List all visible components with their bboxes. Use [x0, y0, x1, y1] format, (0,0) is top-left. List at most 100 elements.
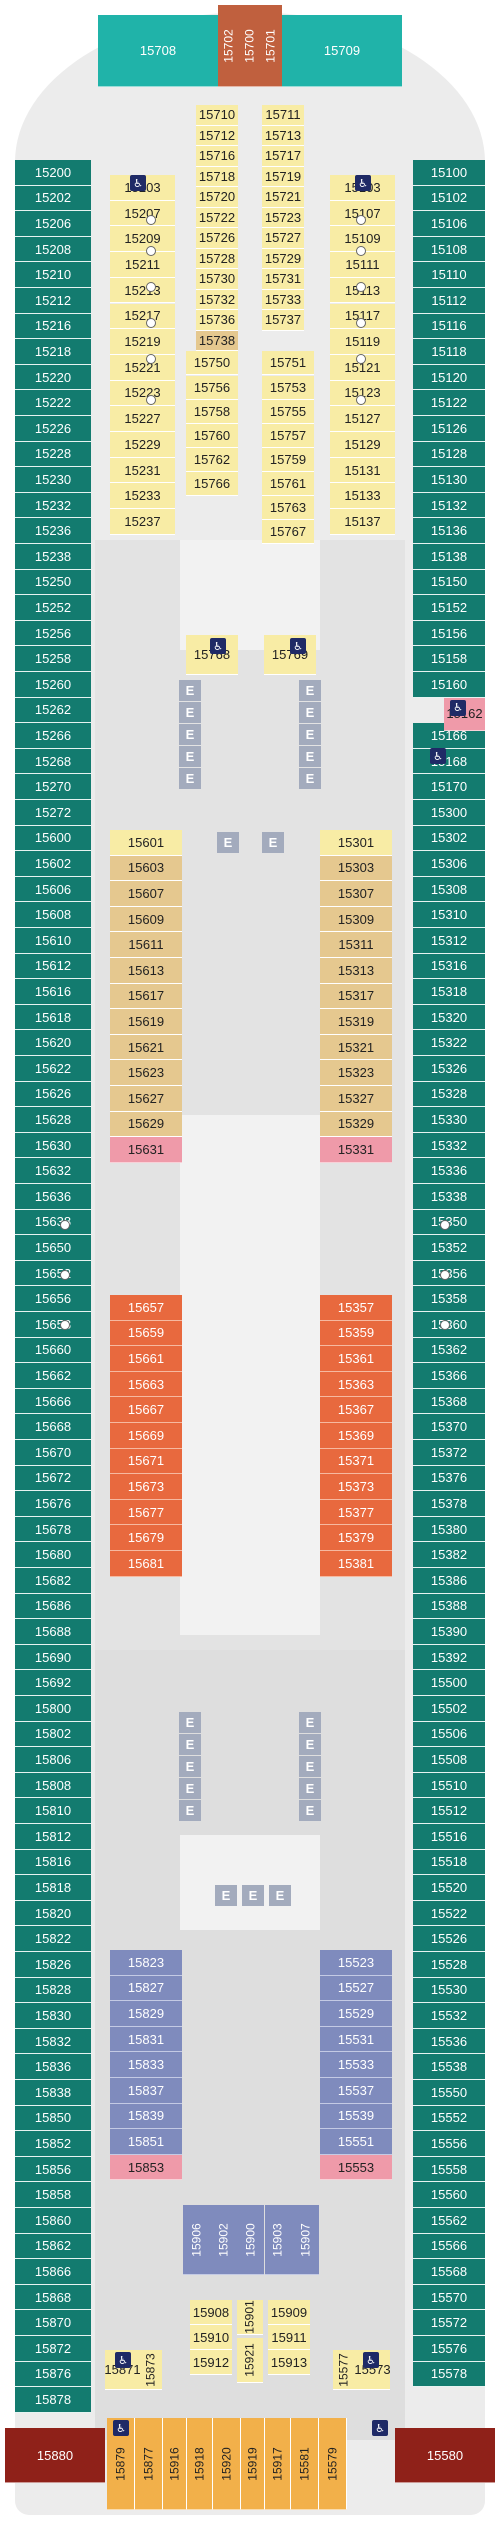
cabin-forward[interactable]: 15711	[262, 105, 304, 126]
cabin-outer-port[interactable]: 15666	[15, 1388, 91, 1415]
cabin-forward[interactable]: 15753	[262, 375, 314, 400]
cabin-outer-port[interactable]: 15870	[15, 2310, 91, 2336]
cabin-outer-port[interactable]: 15260	[15, 672, 91, 698]
cabin-forward[interactable]: 15728	[196, 248, 238, 269]
cabin-outer-port[interactable]: 15628	[15, 1107, 91, 1133]
cabin-gold[interactable]: 15613	[110, 958, 182, 984]
cabin-outer-port[interactable]: 15268	[15, 748, 91, 775]
cabin-gold[interactable]: 15627	[110, 1086, 182, 1112]
cabin-gold[interactable]: 15323	[320, 1060, 392, 1086]
cabin-outer-starboard[interactable]: 15388	[413, 1593, 485, 1620]
cabin-aft[interactable]: 15911	[268, 2325, 310, 2350]
cabin-bow-right[interactable]: 15709	[282, 15, 402, 87]
cabin-outer-port[interactable]: 15802	[15, 1721, 91, 1748]
cabin-outer-port[interactable]: 15822	[15, 1926, 91, 1952]
cabin-inner[interactable]: 15131	[330, 457, 395, 484]
cabin-inner[interactable]: 15217	[110, 303, 175, 330]
cabin-outer-port[interactable]: 15862	[15, 2233, 91, 2260]
cabin-outer-starboard[interactable]: 15326	[413, 1056, 485, 1082]
cabin-inner[interactable]: 15137	[330, 509, 395, 535]
cabin-outer-port[interactable]: 15212	[15, 288, 91, 314]
cabin-outer-starboard[interactable]: 15536	[413, 2028, 485, 2055]
cabin-blue[interactable]: 15531	[320, 2026, 392, 2053]
cabin-blue[interactable]: 15839	[110, 2103, 182, 2130]
cabin-outer-port[interactable]: 15836	[15, 2054, 91, 2080]
cabin-outer-starboard[interactable]: 15506	[413, 1721, 485, 1748]
cabin-outer-port[interactable]: 15218	[15, 339, 91, 365]
cabin-orange[interactable]: 15377	[320, 1499, 392, 1526]
cabin-aft[interactable]: 15921	[237, 2338, 263, 2383]
cabin-outer-port[interactable]: 15670	[15, 1440, 91, 1466]
cabin-outer-port[interactable]: 15638	[15, 1209, 91, 1236]
cabin-blue[interactable]: 15837	[110, 2078, 182, 2104]
cabin-outer-starboard[interactable]: 15538	[413, 2054, 485, 2080]
cabin-outer-starboard[interactable]: 15572	[413, 2310, 485, 2336]
cabin-forward[interactable]: 15760	[186, 423, 238, 448]
cabin-forward[interactable]: 15732	[196, 289, 238, 310]
cabin-orange[interactable]: 15667	[110, 1397, 182, 1423]
cabin-outer-port[interactable]: 15808	[15, 1772, 91, 1799]
cabin-forward[interactable]: 15755	[262, 399, 314, 424]
cabin-outer-port[interactable]: 15612	[15, 953, 91, 980]
cabin-outer-port[interactable]: 15662	[15, 1363, 91, 1389]
cabin-orange[interactable]: 15679	[110, 1525, 182, 1551]
cabin-outer-port[interactable]: 15816	[15, 1849, 91, 1876]
cabin-blue[interactable]: 15537	[320, 2078, 392, 2104]
cabin-forward[interactable]: 15758	[186, 399, 238, 424]
cabin-outer-starboard[interactable]: 15532	[413, 2003, 485, 2029]
cabin-forward[interactable]: 15716	[196, 146, 238, 167]
cabin-outer-starboard[interactable]: 15508	[413, 1747, 485, 1773]
cabin-outer-starboard[interactable]: 15310	[413, 902, 485, 928]
cabin-orange[interactable]: 15657	[110, 1295, 182, 1321]
cabin-outer-port[interactable]: 15656	[15, 1286, 91, 1312]
cabin-outer-starboard[interactable]: 15368	[413, 1388, 485, 1415]
cabin-inner[interactable]: 15213	[110, 277, 175, 304]
cabin-outer-port[interactable]: 15602	[15, 851, 91, 877]
cabin-outer-port[interactable]: 15668	[15, 1414, 91, 1440]
cabin-forward[interactable]: 15721	[262, 187, 304, 208]
cabin-aft[interactable]: 15913	[268, 2350, 310, 2375]
cabin-outer-starboard[interactable]: 15102	[413, 185, 485, 212]
cabin-gold[interactable]: 15319	[320, 1009, 392, 1035]
cabin-outer-starboard[interactable]: 15156	[413, 620, 485, 647]
cabin-outer-port[interactable]: 15856	[15, 2156, 91, 2183]
cabin-outer-port[interactable]: 15680	[15, 1542, 91, 1568]
cabin-outer-starboard[interactable]: 15150	[413, 569, 485, 596]
cabin-forward[interactable]: 15737	[262, 310, 304, 331]
cabin-outer-starboard[interactable]: 15358	[413, 1286, 485, 1312]
cabin-outer-starboard[interactable]: 15320	[413, 1004, 485, 1031]
cabin-inner[interactable]: 15227	[110, 406, 175, 432]
cabin-gold[interactable]: 15611	[110, 932, 182, 958]
cabin-orange[interactable]: 15663	[110, 1371, 182, 1398]
cabin-outer-port[interactable]: 15272	[15, 800, 91, 826]
cabin-outer-port[interactable]: 15876	[15, 2361, 91, 2388]
cabin-outer-starboard[interactable]: 15170	[413, 774, 485, 800]
cabin-forward[interactable]: 15757	[262, 423, 314, 448]
cabin-stern[interactable]: 15917	[265, 2418, 291, 2510]
cabin-bow[interactable]: 15701	[260, 5, 282, 87]
cabin-forward[interactable]: 15713	[262, 125, 304, 146]
cabin-outer-starboard[interactable]: 15528	[413, 1952, 485, 1978]
cabin-aft[interactable]: 15912	[190, 2350, 232, 2375]
cabin-gold[interactable]: 15621	[110, 1034, 182, 1061]
cabin-gold[interactable]: 15327	[320, 1086, 392, 1112]
cabin-gold[interactable]: 15309	[320, 906, 392, 933]
cabin-outer-starboard[interactable]: 15386	[413, 1568, 485, 1594]
cabin-outer-starboard[interactable]: 15322	[413, 1030, 485, 1056]
cabin-outer-port[interactable]: 15228	[15, 441, 91, 468]
cabin-outer-port[interactable]: 15838	[15, 2080, 91, 2106]
cabin-aft[interactable]: 15910	[190, 2325, 232, 2350]
cabin-outer-starboard[interactable]: 15372	[413, 1440, 485, 1466]
cabin-inner[interactable]: 15221	[110, 354, 175, 381]
cabin-aft[interactable]: 15909	[268, 2300, 310, 2325]
cabin-forward[interactable]: 15751	[262, 351, 314, 375]
cabin-outer-starboard[interactable]: 15122	[413, 390, 485, 416]
cabin-orange[interactable]: 15661	[110, 1346, 182, 1372]
cabin-outer-starboard[interactable]: 15130	[413, 467, 485, 493]
cabin-outer-starboard[interactable]: 15160	[413, 672, 485, 698]
cabin-bow[interactable]: 15700	[240, 5, 260, 87]
cabin-outer-port[interactable]: 15622	[15, 1056, 91, 1082]
cabin-gold[interactable]: 15601	[110, 830, 182, 856]
cabin-outer-starboard[interactable]: 15520	[413, 1875, 485, 1901]
cabin-outer-starboard[interactable]: 15100	[413, 160, 485, 186]
